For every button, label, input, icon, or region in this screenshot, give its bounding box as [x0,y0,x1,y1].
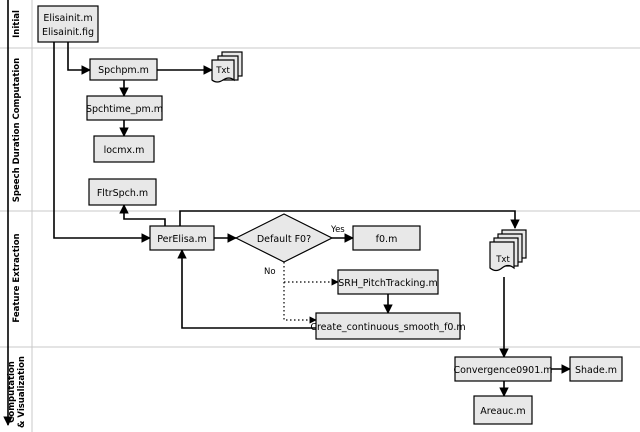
node-shade[interactable]: Shade.m [569,356,623,382]
node-txt-right-label: Txt [495,255,510,265]
node-spchtime[interactable]: Spchtime_pm.m [86,95,163,121]
edge-decision-srh [283,262,339,286]
edge-elisainit-perelisa [53,42,151,243]
node-perelisa[interactable]: PerElisa.m [149,225,215,251]
edge-decision-create [283,282,317,324]
edge-label-no: No [264,267,276,277]
node-fltrspch[interactable]: FltrSpch.m [88,178,157,206]
lane-label-speech: Speech Duration Computation [12,58,22,202]
node-locmx[interactable]: locmx.m [93,135,155,163]
node-elisainit-label-1: Elisainit.m [43,13,92,24]
edge-elisainit-spchpm [67,42,91,75]
node-areauc-label: Areauc.m [480,406,525,417]
edge-perelisa-fltrspch [119,204,166,226]
node-spchtime-label: Spchtime_pm.m [86,104,163,115]
node-spchpm-label: Spchpm.m [98,65,149,76]
node-shade-label: Shade.m [575,365,617,376]
edge-perelisa-txt [179,210,520,229]
node-decision[interactable]: Default F0? [234,213,334,263]
node-create-label: Create_continuous_smooth_f0.m [310,322,465,333]
node-create[interactable]: Create_continuous_smooth_f0.m [310,312,466,340]
edge-create-perelisa [177,249,316,329]
lane-label-computation: Computation [7,361,17,423]
node-convergence[interactable]: Convergence0901.m [453,356,553,382]
node-f0[interactable]: f0.m [352,225,421,251]
document-stack-icon [489,241,515,272]
node-elisainit-label-2: Elisainit.fig [42,27,94,38]
node-txt-right[interactable]: Txt [489,229,527,272]
node-fltrspch-label: FltrSpch.m [97,188,148,199]
node-spchpm[interactable]: Spchpm.m [89,58,158,81]
document-stack-icon [211,59,235,83]
node-txt-top-label: Txt [215,66,230,76]
lane-label-visualization: & Visualization [17,356,27,428]
node-perelisa-label: PerElisa.m [157,234,206,245]
lane-label-initial: Initial [12,10,22,38]
edge-label-yes: Yes [330,225,345,235]
lane-label-feature: Feature Extraction [12,233,22,322]
node-f0-label: f0.m [376,234,398,245]
node-elisainit[interactable]: Elisainit.m Elisainit.fig [37,5,99,43]
node-locmx-label: locmx.m [104,145,145,156]
node-convergence-label: Convergence0901.m [453,365,552,376]
node-srh[interactable]: SRH_PitchTracking.m [337,269,439,295]
node-decision-label: Default F0? [257,234,311,245]
node-txt-top[interactable]: Txt [211,51,243,83]
node-areauc[interactable]: Areauc.m [473,395,533,425]
node-srh-label: SRH_PitchTracking.m [338,278,437,289]
